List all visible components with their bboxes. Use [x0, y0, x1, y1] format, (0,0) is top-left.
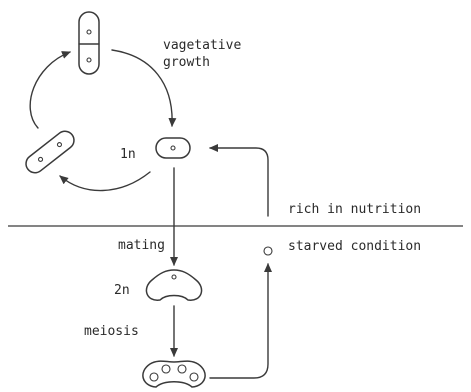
dividing-cell	[22, 128, 77, 177]
spore	[264, 247, 272, 255]
cycle-arrow-separate	[30, 52, 70, 128]
germination-arrow	[210, 148, 268, 216]
label-meiosis: meiosis	[84, 324, 139, 339]
ascus-with-spores	[143, 361, 205, 387]
label-vegetative-line2: growth	[163, 55, 210, 70]
label-starved-condition: starved condition	[288, 239, 421, 254]
cycle-arrow-divide	[60, 172, 150, 191]
diploid-zygote	[146, 270, 201, 300]
label-vegetative-line1: vagetative	[163, 38, 241, 53]
label-haploid: 1n	[120, 147, 136, 162]
label-mating: mating	[118, 238, 165, 253]
haploid-cell	[156, 138, 190, 158]
label-rich-in-nutrition: rich in nutrition	[288, 202, 421, 217]
label-diploid: 2n	[114, 283, 130, 298]
return-arrow-to-spore	[210, 264, 268, 378]
elongated-cell-top	[79, 12, 99, 74]
